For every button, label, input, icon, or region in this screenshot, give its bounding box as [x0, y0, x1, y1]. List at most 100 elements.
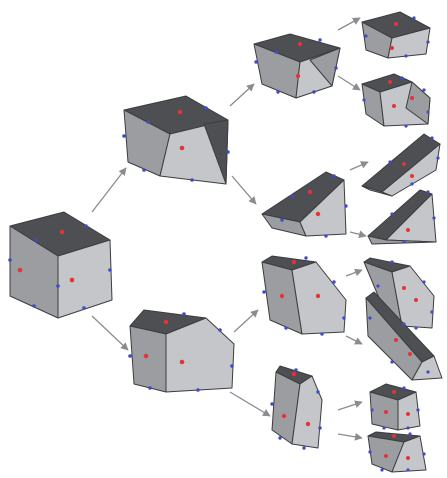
face-center-point: [406, 456, 410, 460]
edge-point: [324, 234, 327, 237]
edge-point: [390, 360, 393, 363]
face-center-point: [178, 110, 183, 115]
face-center-point: [390, 46, 394, 50]
edge-point: [280, 218, 283, 221]
arrow-b-to-b1: [234, 310, 258, 332]
face-center-point: [316, 212, 320, 216]
face-center-point: [316, 294, 320, 298]
piece-a2-shape: [262, 172, 348, 238]
face-center-point: [70, 278, 75, 283]
face-center-point: [406, 412, 410, 416]
edge-point: [406, 426, 409, 429]
edge-point: [344, 204, 347, 207]
face-center-point: [388, 80, 392, 84]
face-center-point: [296, 74, 300, 78]
edge-point: [254, 60, 257, 63]
piece-a1x-shape: [362, 12, 430, 58]
edge-point: [270, 402, 273, 405]
edge-point: [332, 280, 335, 283]
edge-point: [146, 120, 150, 124]
edge-point: [128, 354, 132, 358]
edge-point: [368, 450, 371, 453]
edge-point: [410, 182, 413, 185]
face-center-point: [144, 354, 149, 359]
face-center-point: [408, 352, 412, 356]
arrow-a-to-a2: [232, 176, 256, 204]
arrow-b1-to-b1x: [346, 270, 362, 276]
edge-point: [318, 38, 321, 41]
face-center-point: [308, 190, 312, 194]
edge-point: [426, 370, 429, 373]
edge-point: [34, 238, 38, 242]
edge-point: [432, 216, 435, 219]
edge-point: [84, 224, 88, 228]
edge-point: [380, 468, 383, 471]
arrow-b2-to-b2y: [338, 434, 362, 438]
arrow-root-to-b: [92, 316, 128, 350]
face-center-point: [406, 228, 410, 232]
side-face: [130, 326, 166, 392]
edge-point: [430, 310, 433, 313]
root-cube-shape: [8, 212, 112, 318]
edge-point: [332, 174, 335, 177]
edge-point: [218, 328, 222, 332]
edge-point: [318, 426, 321, 429]
edge-point: [390, 212, 393, 215]
face-center-point: [410, 96, 414, 100]
piece-b2x-shape: [370, 384, 420, 430]
arrow-a2-to-a2y: [350, 232, 366, 236]
piece-b-shape: [128, 310, 234, 392]
piece-a1-shape: [254, 34, 340, 98]
edge-point: [196, 388, 200, 392]
face-center-point: [384, 410, 388, 414]
edge-point: [426, 40, 429, 43]
edge-point: [8, 258, 12, 262]
edge-point: [312, 90, 315, 93]
edge-point: [276, 90, 279, 93]
edge-point: [370, 408, 373, 411]
face-center-point: [292, 260, 296, 264]
arrow-b-to-b2: [230, 392, 270, 416]
edge-point: [388, 160, 391, 163]
edge-point: [32, 304, 36, 308]
face-center-point: [282, 414, 286, 418]
face-center-point: [384, 454, 388, 458]
face-center-point: [60, 230, 65, 235]
edge-point: [142, 168, 146, 172]
arrow-a1-to-a1y: [338, 76, 360, 90]
edge-point: [426, 190, 429, 193]
face-center-point: [402, 162, 406, 166]
arrow-a1-to-a1x: [338, 18, 360, 30]
arrow-root-to-a: [92, 168, 126, 212]
arrow-a-to-a1: [230, 84, 254, 106]
edge-point: [436, 156, 439, 159]
face-center-point: [394, 22, 398, 26]
arrow-b2-to-b2x: [338, 402, 362, 410]
edge-point: [402, 240, 405, 243]
edge-point: [182, 312, 186, 316]
edge-point: [108, 268, 112, 272]
piece-b2-shape: [270, 366, 322, 450]
edge-point: [294, 368, 297, 371]
face-center-point: [280, 294, 284, 298]
front-face: [292, 262, 346, 334]
face-center-point: [164, 320, 169, 325]
face-center-point: [410, 174, 414, 178]
edge-point: [274, 50, 277, 53]
piece-a1y-shape: [362, 74, 430, 128]
face-center-point: [18, 268, 23, 273]
edge-point: [390, 260, 393, 263]
face-center-point: [392, 390, 396, 394]
edge-point: [230, 364, 234, 368]
face-center-point: [292, 372, 296, 376]
edge-point: [414, 326, 417, 329]
edge-point: [412, 16, 415, 19]
edge-point: [148, 386, 152, 390]
piece-a2y-shape: [368, 190, 436, 244]
edge-point: [82, 306, 86, 310]
edge-point: [290, 194, 293, 197]
edge-point: [422, 88, 425, 91]
face-center-point: [414, 298, 418, 302]
face-center-point: [180, 146, 185, 151]
